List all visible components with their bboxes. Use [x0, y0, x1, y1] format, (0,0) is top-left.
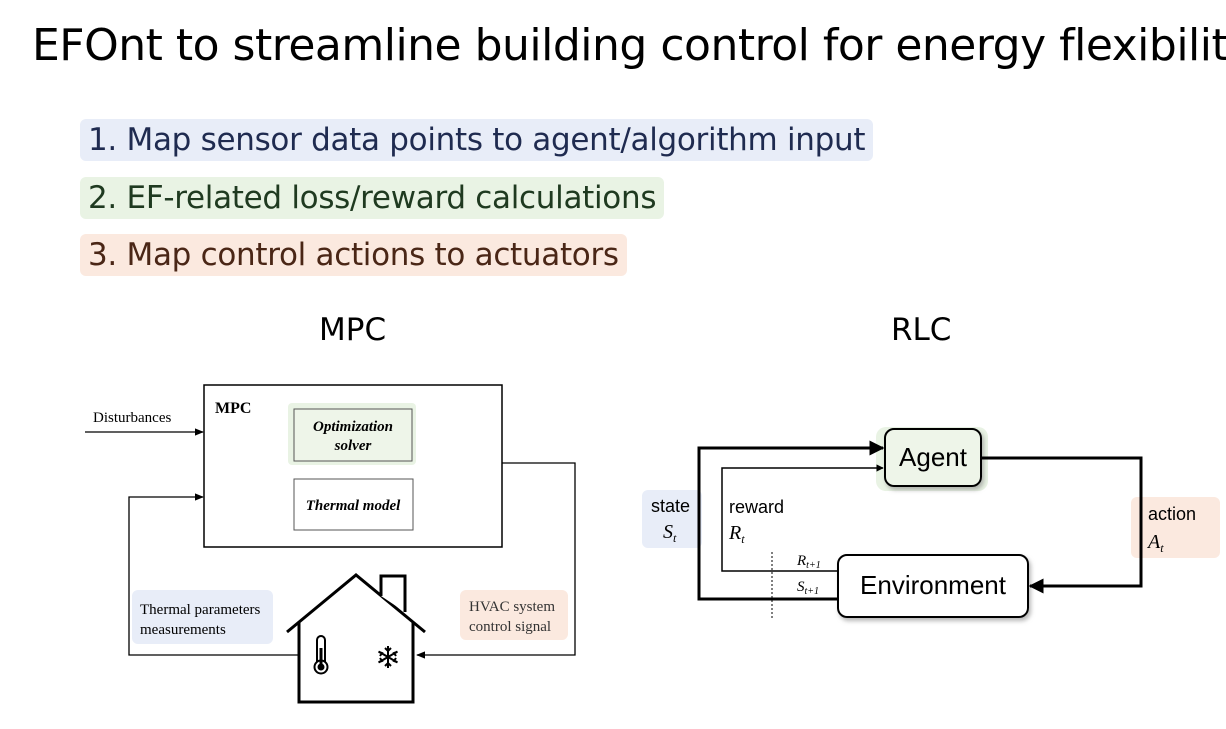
- action-arrow: [981, 456, 1143, 594]
- hvac-signal-path: [416, 462, 576, 659]
- measurements-feedback-path: [128, 493, 298, 656]
- thermometer-icon: [313, 635, 329, 675]
- bullet-map-sensor-data: 1. Map sensor data points to agent/algor…: [80, 119, 874, 161]
- next-state-symbol: St+1: [797, 579, 819, 597]
- solver-line2: solver: [334, 438, 372, 454]
- hvac-line1: HVAC system: [469, 599, 555, 615]
- thermal-params-highlight: [132, 590, 273, 644]
- action-symbol: At: [1146, 531, 1164, 555]
- reward-symbol: Rt: [728, 522, 745, 546]
- reward-label: reward: [729, 497, 784, 517]
- rlc-diagram: Agent Environment state St reward Rt act…: [642, 427, 1220, 619]
- mpc-box-label: MPC: [215, 400, 251, 417]
- thermal-params-line1: Thermal parameters: [140, 602, 261, 618]
- environment-box: [837, 554, 1029, 618]
- agent-label: Agent: [899, 442, 968, 472]
- state-highlight: [642, 490, 702, 548]
- environment-label: Environment: [860, 570, 1007, 600]
- bullet-ef-loss-reward: 2. EF-related loss/reward calculations: [80, 177, 665, 219]
- bullet-map-control-actions: 3. Map control actions to actuators: [80, 234, 627, 276]
- thermal-model-box: [293, 478, 414, 531]
- thermal-model-label: Thermal model: [306, 498, 401, 514]
- disturbances-label: Disturbances: [93, 410, 171, 426]
- rlc-section-title: RLC: [891, 312, 952, 348]
- snowflake-icon: [377, 646, 399, 668]
- state-arrow: [697, 440, 885, 601]
- state-label: state: [651, 496, 690, 516]
- thermal-params-line2: measurements: [140, 622, 226, 638]
- state-symbol: St: [663, 521, 677, 545]
- optimization-solver-box: [293, 408, 413, 462]
- house-icon: [286, 573, 426, 704]
- hvac-line2: control signal: [469, 619, 551, 635]
- mpc-diagram: Disturbances MPC Optimization solver The…: [85, 384, 576, 704]
- solver-line1: Optimization: [313, 419, 393, 435]
- mpc-section-title: MPC: [319, 312, 387, 348]
- slide-title: EFOnt to streamline building control for…: [32, 20, 1226, 71]
- next-reward-symbol: Rt+1: [796, 553, 821, 571]
- action-highlight: [1131, 497, 1220, 558]
- hvac-highlight: [460, 590, 568, 640]
- reward-arrow: [721, 464, 884, 572]
- action-label: action: [1148, 504, 1196, 524]
